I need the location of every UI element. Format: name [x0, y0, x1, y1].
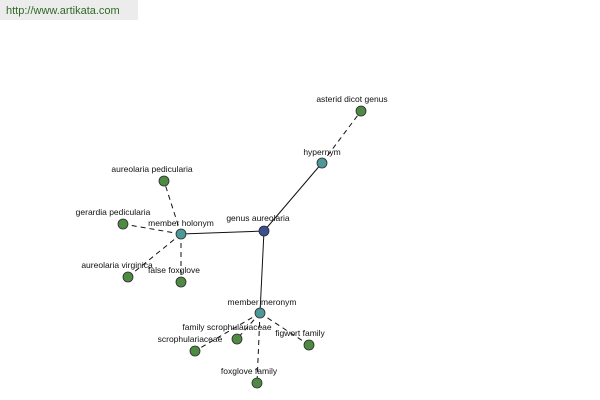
edge-meronym-famscroph: [236, 312, 261, 340]
edge-meronym-figwort: [259, 312, 310, 346]
graph-node-root[interactable]: [258, 225, 270, 237]
graph-node-asterid[interactable]: [355, 105, 367, 117]
node-label-gerardia: gerardia pedicularia: [76, 207, 151, 217]
graph-node-foxfam[interactable]: [251, 377, 263, 389]
node-label-root: genus aureolaria: [226, 213, 290, 223]
graph-node-pedicularia[interactable]: [158, 175, 170, 187]
edge-holonym-pedicularia: [163, 180, 182, 235]
edge-root-hypernym: [263, 162, 323, 232]
node-label-scroph: scrophulariaceae: [158, 334, 223, 344]
graph-node-scroph[interactable]: [189, 345, 201, 357]
graph-labels: genus aureolaria hypernym member holonym me…: [76, 94, 388, 376]
edge-holonym-virginica: [127, 233, 182, 278]
node-label-asterid: asterid dicot genus: [316, 94, 387, 104]
edge-meronym-foxfam: [256, 312, 261, 384]
edge-holonym-gerardia: [122, 223, 182, 235]
graph-node-virginica[interactable]: [122, 271, 134, 283]
node-label-meronym: member meronym: [228, 297, 297, 307]
graph-nodes: [117, 105, 367, 389]
node-label-falsefox: false foxglove: [148, 265, 200, 275]
node-label-virginica: aureolaria virginica: [81, 260, 153, 270]
edge-root-meronym: [259, 230, 265, 314]
graph-node-famscroph[interactable]: [231, 333, 243, 345]
node-label-famscroph: family scrophulariaceae: [182, 322, 272, 332]
graph-node-falsefox[interactable]: [175, 276, 187, 288]
edge-root-holonym: [180, 230, 265, 235]
graph-node-gerardia[interactable]: [117, 218, 129, 230]
edge-meronym-scroph: [194, 312, 261, 352]
graph-node-holonym[interactable]: [175, 228, 187, 240]
edge-hypernym-asterid: [321, 110, 362, 164]
graph-node-meronym[interactable]: [254, 307, 266, 319]
node-label-hypernym: hypernym: [303, 147, 340, 157]
node-label-pedicularia: aureolaria pedicularia: [111, 164, 193, 174]
graph-edges: [122, 110, 362, 384]
node-label-holonym: member holonym: [148, 218, 214, 228]
graph-node-figwort[interactable]: [303, 339, 315, 351]
url-watermark[interactable]: http://www.artikata.com: [0, 0, 138, 20]
graph-node-hypernym[interactable]: [316, 157, 328, 169]
node-label-figwort: figwort family: [275, 328, 325, 338]
node-label-foxfam: foxglove family: [221, 366, 278, 376]
